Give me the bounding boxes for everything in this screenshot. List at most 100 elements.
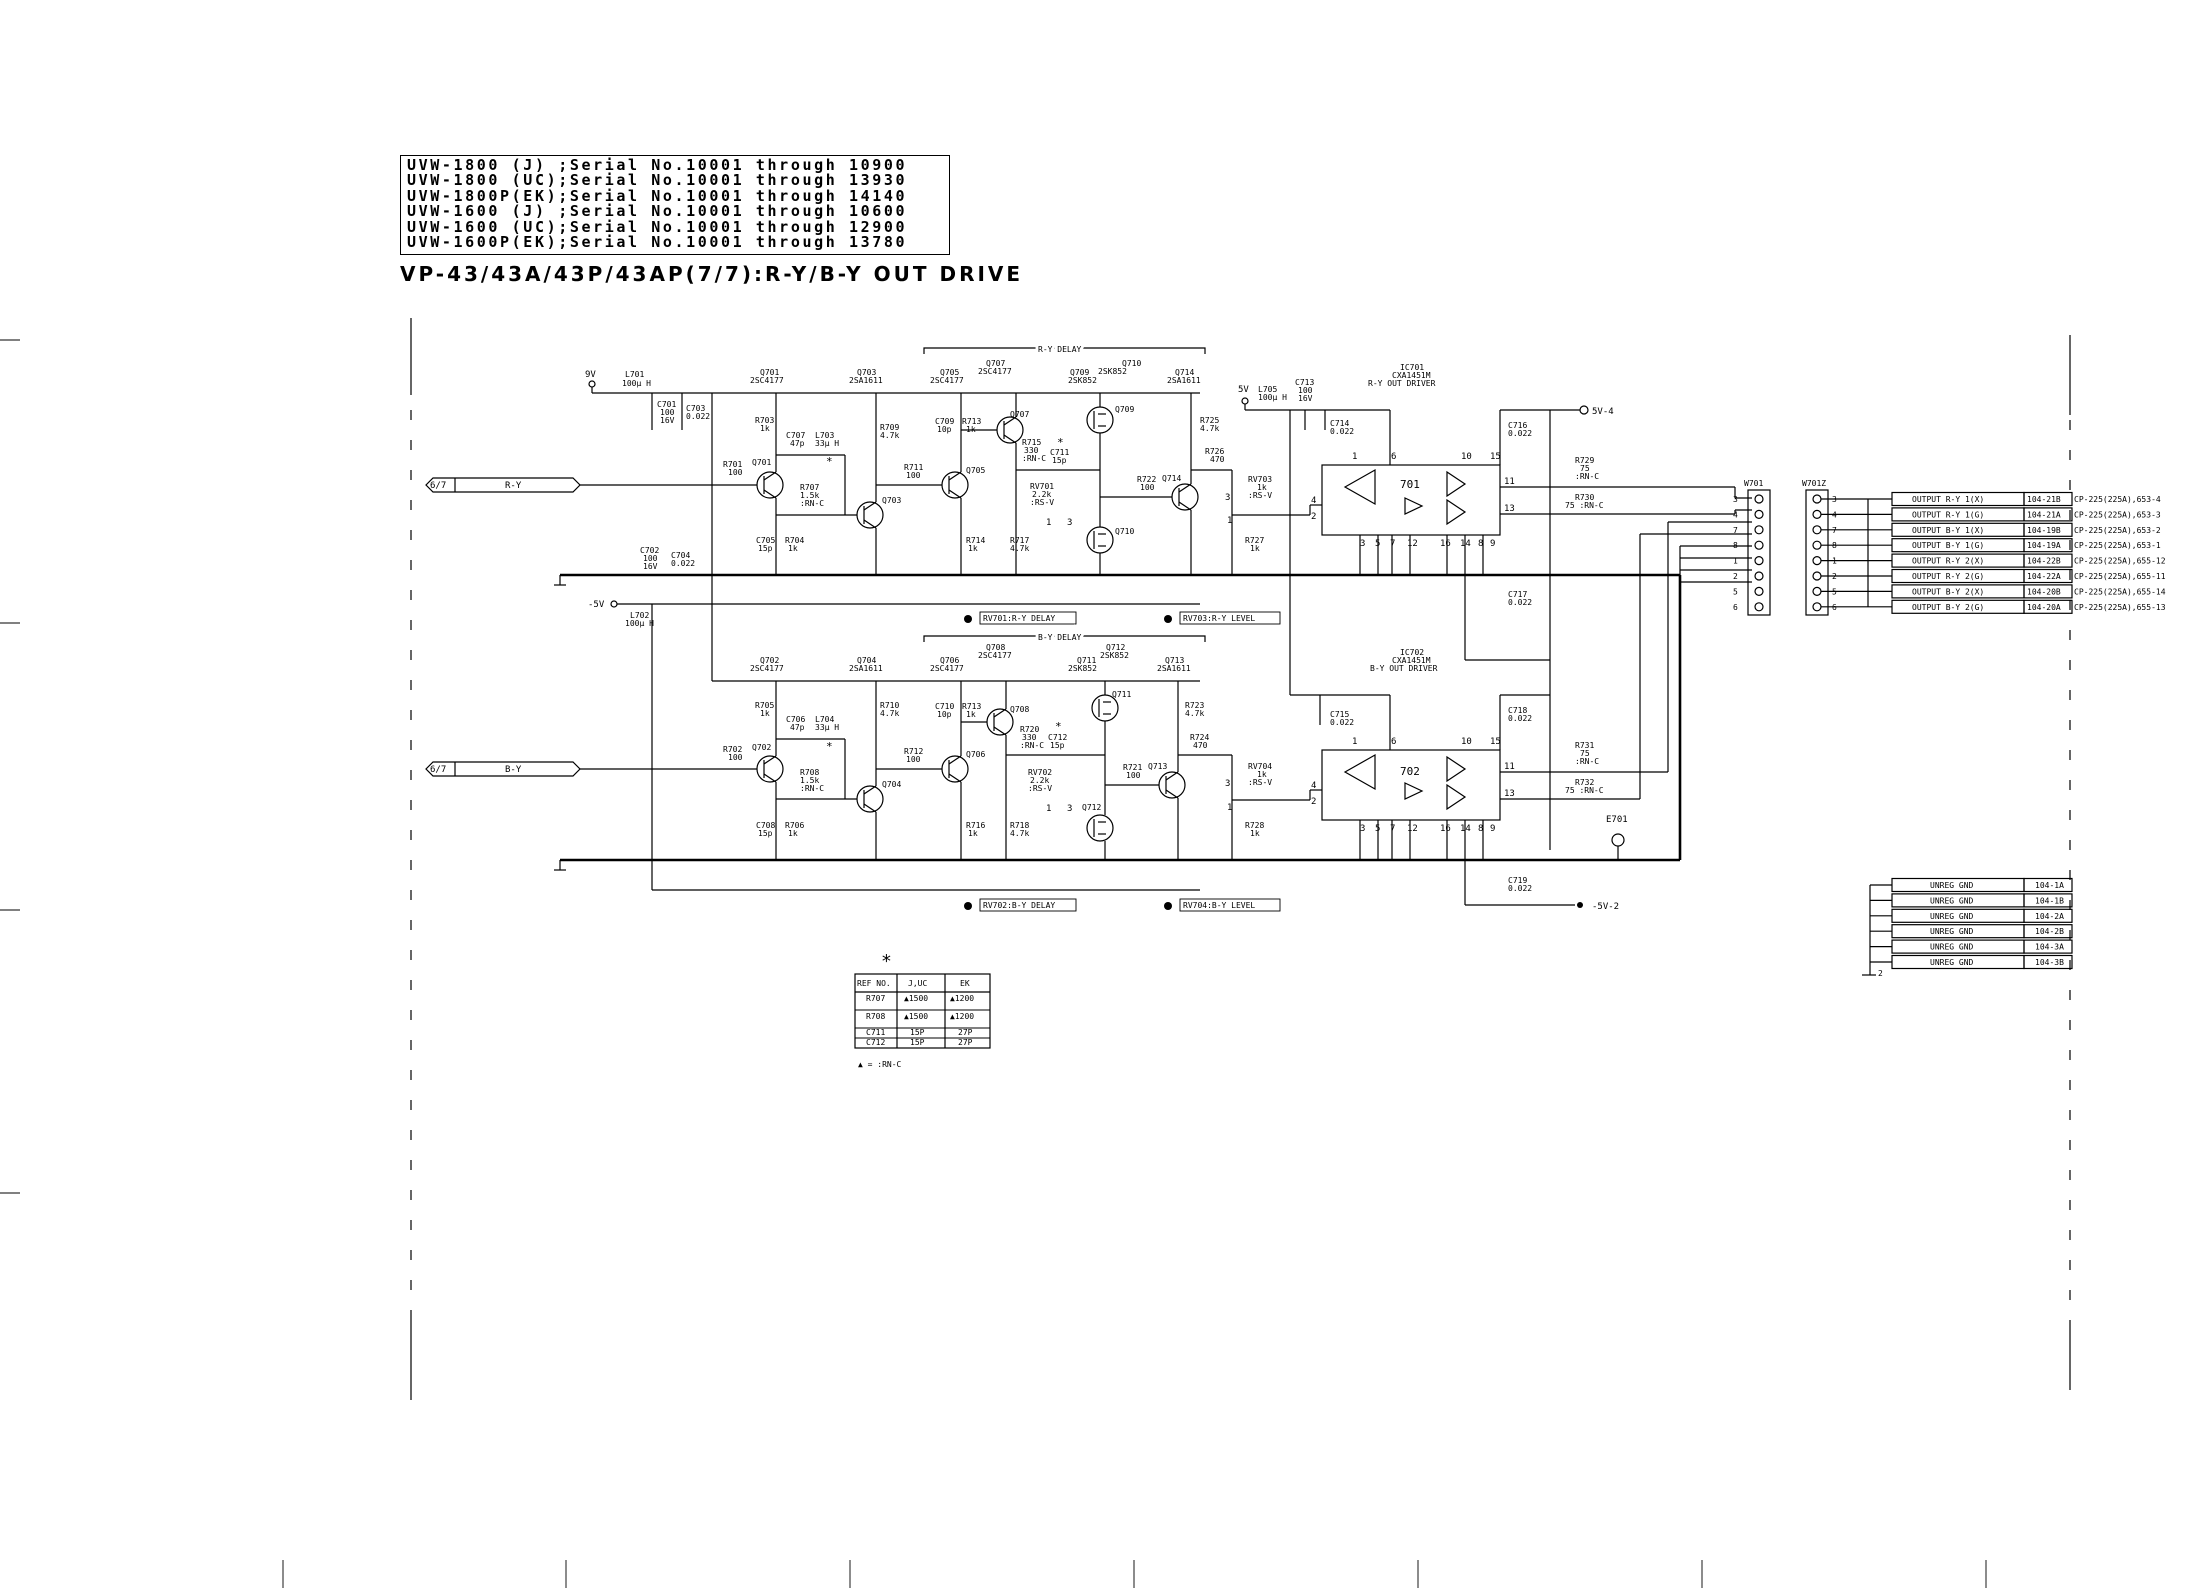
w701z-pin [1812, 602, 1822, 612]
rv701-pin3: 3 [1067, 518, 1072, 528]
label-rv704-value: 1k [1257, 770, 1267, 779]
ref-table-cell: 27P [958, 1028, 973, 1037]
label-c712: C712 [1048, 733, 1067, 742]
e701-label: E701 [1606, 815, 1628, 825]
ry-section: 6/7 R-Y 9V L701 100μ H C701 100 16V C703… [425, 342, 1735, 850]
w701-pin-number: 2 [1733, 572, 1738, 581]
label-r715: R715 [1022, 438, 1041, 447]
label-rv701: RV701 [1030, 482, 1054, 491]
rv701-adj-label: RV701:R-Y DELAY [983, 614, 1055, 623]
q714-ref: Q714 [1175, 368, 1194, 377]
ic701-pin-12: 12 [1407, 539, 1418, 549]
label-r723: R723 [1185, 701, 1204, 710]
q708-ref: Q708 [986, 643, 1005, 652]
label-r705: R705 [755, 701, 774, 710]
label-r716: R716 [966, 821, 985, 830]
label-r706: R706 [785, 821, 804, 830]
q714-symbol [1171, 483, 1199, 511]
ic701-num: 701 [1400, 478, 1420, 491]
ref-table-cell: 15P [910, 1038, 925, 1047]
label-r718: R718 [1010, 821, 1029, 830]
label-r706-value: 1k [788, 829, 798, 838]
label-r711: R711 [904, 463, 923, 472]
output-code: 104-22A [2027, 572, 2061, 581]
ic702-pin-8: 8 [1478, 824, 1483, 834]
gnd-code: 104-3B [2035, 958, 2064, 967]
label-rv704: RV704 [1248, 762, 1272, 771]
label-c702-v1: 100 [643, 554, 658, 563]
label-rv702-note: :RS-V [1028, 784, 1052, 793]
label-l701-value: 100μ H [622, 379, 651, 388]
label-r718-value: 4.7k [1010, 829, 1029, 838]
label-rv701-note: :RS-V [1030, 498, 1054, 507]
ref-table-cell: ▲1500 [904, 994, 928, 1003]
v5-label: 5V [1238, 385, 1249, 395]
output-code-box [2023, 522, 2073, 537]
output-destination: CP-225(225A),655-12 [2074, 557, 2166, 566]
label-c714: C714 [1330, 419, 1349, 428]
label-l705-value: 100μ H [1258, 393, 1287, 402]
q705-ref: Q705 [940, 368, 959, 377]
label-c712-value: 15p [1050, 741, 1065, 750]
label-c713-v1: 100 [1298, 386, 1313, 395]
output-label: OUTPUT R-Y 1(X) [1912, 495, 1984, 504]
q708-type: 2SC4177 [978, 651, 1012, 660]
ic702-pin-12: 12 [1407, 824, 1418, 834]
w701-pin-number: 4 [1733, 510, 1738, 519]
label-c714-value: 0.022 [1330, 427, 1354, 436]
label-c711-value: 15p [1052, 456, 1067, 465]
label-rv702: RV702 [1028, 768, 1052, 777]
ic701-pin-3: 3 [1360, 539, 1365, 549]
label-l702: L702 [630, 611, 649, 620]
page-title: VP-43/43A/43P/43AP(7/7):R-Y/B-Y OUT DRIV… [400, 262, 1024, 286]
output-destination: CP-225(225A),653-1 [2074, 541, 2161, 550]
q705-type: 2SC4177 [930, 376, 964, 385]
output-label: OUTPUT R-Y 2(G) [1912, 572, 1984, 581]
ref-table: * REF NO. J,UC EK R707 ▲1500 ▲1200 R708 … [854, 951, 991, 1069]
label-r702-value: 100 [728, 753, 743, 762]
label-r727: R727 [1245, 536, 1264, 545]
label-rv703-note: :RS-V [1248, 491, 1272, 500]
by-delay-label: B-Y DELAY [1038, 633, 1082, 642]
label-c703-value: 0.022 [686, 412, 710, 421]
label-c705: C705 [756, 536, 775, 545]
rv704-adj-label: RV704:B-Y LEVEL [1183, 901, 1255, 910]
ry-input-ref: 6/7 [430, 481, 446, 491]
star-mark: * [1055, 720, 1062, 733]
ic702-pin-9: 9 [1490, 824, 1495, 834]
q701-symbol [756, 471, 784, 499]
gnd-code: 104-2A [2035, 912, 2064, 921]
label-r722: R722 [1137, 475, 1156, 484]
label-r713b-value: 1k [966, 710, 976, 719]
q709-type: 2SK852 [1068, 376, 1097, 385]
label-l704: L704 [815, 715, 834, 724]
ref-table-note: ▲ = :RN-C [858, 1060, 902, 1069]
ref-table-header: J,UC [908, 979, 927, 988]
ic701-pin-6: 6 [1391, 452, 1396, 462]
label-r731: R731 [1575, 741, 1594, 750]
label-r714: R714 [966, 536, 985, 545]
label-r720: R720 [1020, 725, 1039, 734]
label-c719-value: 0.022 [1508, 884, 1532, 893]
q709-ref: Q709 [1070, 368, 1089, 377]
ic701-pin-2: 2 [1311, 512, 1316, 522]
label-r703: R703 [755, 416, 774, 425]
output-code-box [2023, 491, 2073, 507]
star-mark: * [826, 455, 833, 468]
label-c717: C717 [1508, 590, 1527, 599]
output-code: 104-22B [2027, 557, 2061, 566]
serial-line: UVW-1600P(EK);Serial No.10001 through 13… [407, 233, 908, 252]
output-destination: CP-225(225A),655-14 [2074, 587, 2166, 596]
ic702-pin-15: 15 [1490, 737, 1501, 747]
gnd-label: UNREG GND [1930, 943, 1974, 952]
label-c708-value: 15p [758, 829, 773, 838]
q704-type: 2SA1611 [849, 664, 883, 673]
q712-type: 2SK852 [1100, 651, 1129, 660]
label-r725: R725 [1200, 416, 1219, 425]
q703-type: 2SA1611 [849, 376, 883, 385]
w701z-pin [1812, 494, 1822, 504]
output-destination: CP-225(225A),653-2 [2074, 526, 2161, 535]
q701-type: 2SC4177 [750, 376, 784, 385]
label-c718-value: 0.022 [1508, 714, 1532, 723]
